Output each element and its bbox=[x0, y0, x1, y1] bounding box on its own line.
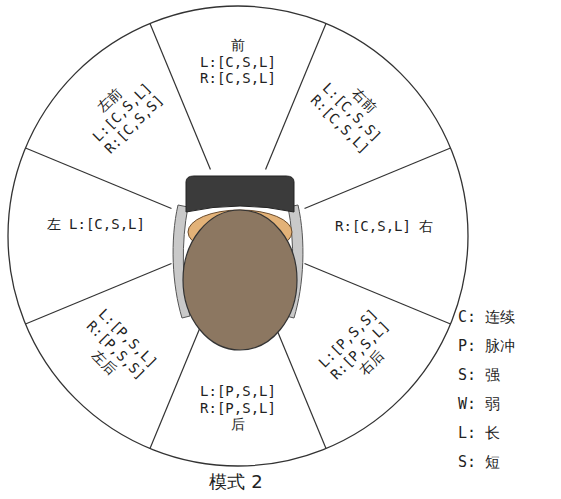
key-entry: W: 弱 bbox=[458, 395, 500, 413]
sector: 右 R:[C,S,L] bbox=[335, 218, 433, 235]
pattern-code: L:[P,S,L] bbox=[200, 383, 276, 400]
caption: 模式 2 bbox=[209, 470, 262, 494]
sector-divider bbox=[26, 148, 172, 208]
direction-label: 右 bbox=[419, 218, 433, 235]
pattern-code: R:[P,S,L] bbox=[200, 400, 276, 417]
key-entry: S: 强 bbox=[458, 366, 500, 384]
chair-back bbox=[186, 176, 294, 212]
outer-circle bbox=[8, 6, 468, 466]
sector-dividers bbox=[26, 24, 451, 449]
pattern-code: R:[C,S,L] bbox=[200, 70, 276, 87]
sector: 后 L:[P,S,L]R:[P,S,L] bbox=[200, 383, 276, 433]
direction-label: 前 bbox=[231, 37, 245, 54]
direction-label: 后 bbox=[231, 416, 245, 433]
key-entry: P: 脉冲 bbox=[458, 337, 515, 355]
pattern-code: L:[C,S,L] bbox=[69, 216, 145, 233]
key-entry: C: 连续 bbox=[458, 308, 515, 326]
sector: 前L:[C,S,L]R:[C,S,L] bbox=[200, 37, 276, 87]
pattern-code: L:[C,S,L] bbox=[200, 54, 276, 71]
pattern-code: R:[C,S,L] bbox=[335, 218, 411, 235]
head bbox=[183, 210, 297, 350]
key-entry: S: 短 bbox=[458, 453, 500, 471]
sector-divider bbox=[305, 148, 451, 208]
direction-label: 左 bbox=[47, 216, 61, 233]
person-in-chair bbox=[173, 176, 303, 350]
sector: 左 L:[C,S,L] bbox=[47, 216, 145, 233]
key-entry: L: 长 bbox=[458, 424, 500, 442]
